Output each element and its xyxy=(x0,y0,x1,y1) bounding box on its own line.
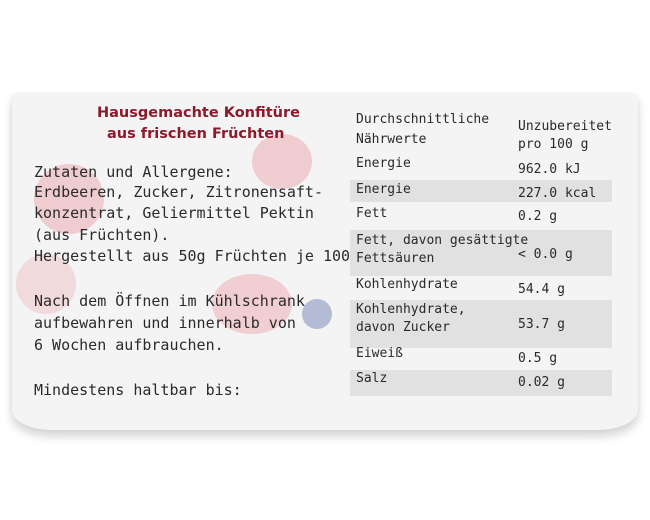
nutrition-row-sugar-name-2: davon Zucker xyxy=(356,320,450,335)
nutrition-row-sugar-name-1: Kohlenhydrate, xyxy=(356,302,466,317)
nutrition-row-protein-value: 0.5 g xyxy=(518,351,558,366)
nutrition-row-salt-value: 0.02 g xyxy=(518,375,565,390)
nutrition-row-energy-kj-value: 962.0 kJ xyxy=(518,162,581,177)
nutrition-header-line-1: Durchschnittliche xyxy=(356,112,490,127)
strawberry-decoration xyxy=(212,274,292,334)
nutrition-row-fat-value: 0.2 g xyxy=(518,209,558,224)
table-row-shade xyxy=(350,300,612,348)
blueberry-decoration xyxy=(302,299,332,329)
ingredients-line-1: Zutaten und Allergene: xyxy=(34,163,233,181)
table-row-shade xyxy=(350,370,612,396)
strawberry-decoration xyxy=(34,164,104,234)
strawberry-decoration xyxy=(16,254,76,314)
nutrition-unit-line-2: pro 100 g xyxy=(518,137,589,152)
nutrition-row-salt-name: Salz xyxy=(356,371,388,386)
storage-line-3: 6 Wochen aufbrauchen. xyxy=(34,336,224,354)
nutrition-row-saturated-name-1: Fett, davon gesättigte xyxy=(356,233,529,248)
title-line-2: aus frischen Früchten xyxy=(107,126,285,142)
title-line-1: Hausgemachte Konfitüre xyxy=(97,105,300,121)
nutrition-row-protein-name: Eiweiß xyxy=(356,346,403,361)
ingredients-line-5: Hergestellt aus 50g Früchten je 100g. xyxy=(34,247,369,265)
nutrition-header-line-2: Nährwerte xyxy=(356,132,427,147)
ingredients-line-2: Erdbeeren, Zucker, Zitronensaft- xyxy=(34,183,323,201)
storage-line-2: aufbewahren und innerhalb von xyxy=(34,314,296,332)
nutrition-row-energy-kcal-name: Energie xyxy=(356,182,411,197)
nutrition-row-carbs-name: Kohlenhydrate xyxy=(356,277,458,292)
nutrition-row-saturated-name-2: Fettsäuren xyxy=(356,251,435,266)
nutrition-row-carbs-value: 54.4 g xyxy=(518,282,565,297)
best-before-label: Mindestens haltbar bis: xyxy=(34,381,242,399)
table-row-shade xyxy=(350,180,612,202)
nutrition-unit-line-1: Unzubereitet xyxy=(518,119,612,134)
strawberry-decoration xyxy=(252,134,312,189)
ingredients-line-4: (aus Früchten). xyxy=(34,226,170,244)
nutrition-row-saturated-value: < 0.0 g xyxy=(518,247,573,262)
table-row-shade xyxy=(350,230,612,276)
nutrition-row-fat-name: Fett xyxy=(356,206,388,221)
nutrition-row-energy-kcal-value: 227.0 kcal xyxy=(518,186,597,201)
nutrition-row-energy-kj-name: Energie xyxy=(356,156,411,171)
ingredients-line-3: konzentrat, Geliermittel Pektin xyxy=(34,204,314,222)
nutrition-row-sugar-value: 53.7 g xyxy=(518,317,565,332)
storage-line-1: Nach dem Öffnen im Kühlschrank xyxy=(34,292,305,310)
